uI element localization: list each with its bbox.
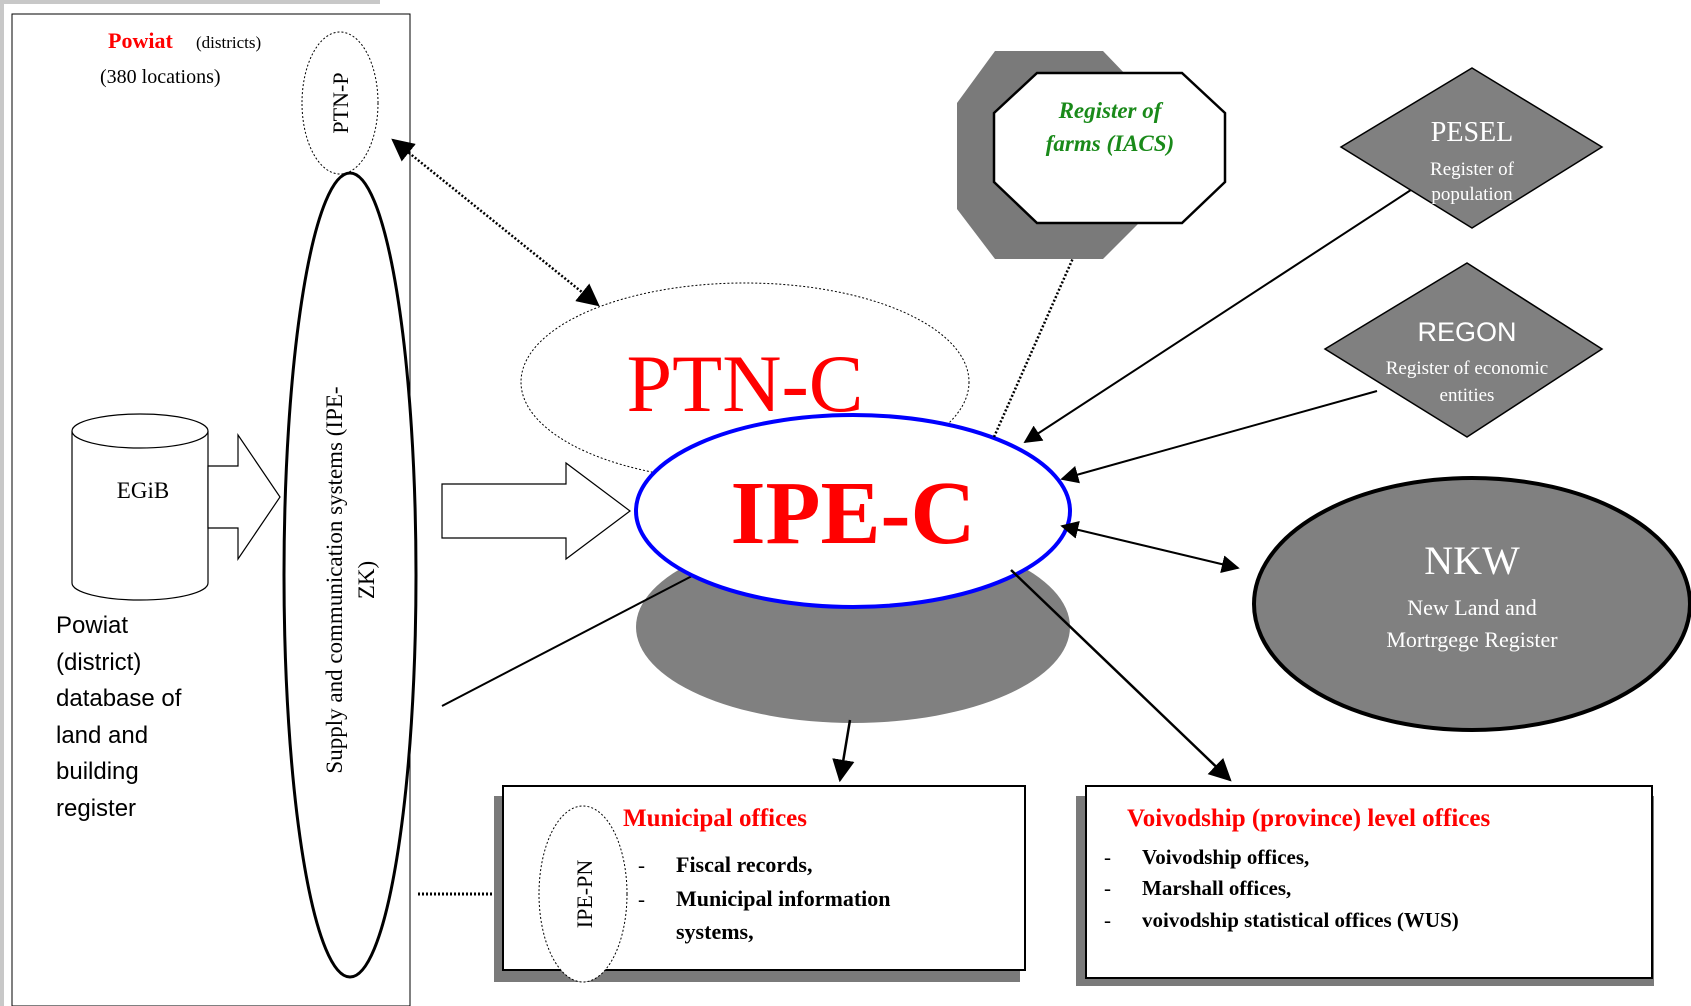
database-line-1: Powiat — [56, 612, 128, 639]
municipal-item-3: systems, — [676, 919, 754, 944]
regon-line-2: entities — [1440, 385, 1495, 406]
supply-label-line-2: ZK) — [354, 561, 379, 599]
powiat-database-text: Powiat (district) database of land and b… — [56, 612, 182, 822]
municipal-item-1: Fiscal records, — [676, 852, 812, 877]
nkw-line-2: Mortrgege Register — [1386, 627, 1558, 652]
ptn-c-label: PTN-C — [627, 338, 864, 429]
powiat-title-note: (districts) — [196, 33, 261, 52]
database-line-5: building — [56, 758, 139, 785]
regon-line-1: Register of economic — [1386, 358, 1549, 379]
municipal-title: Municipal offices — [623, 805, 807, 832]
pesel-line-2: population — [1431, 184, 1513, 205]
ipe-pn-node: IPE-PN — [538, 805, 628, 983]
ipe-c-to-voivodship-arrow — [1010, 569, 1232, 782]
nkw-title: NKW — [1424, 538, 1520, 583]
voivodship-dash-3: - — [1104, 908, 1111, 932]
egib-database-icon: EGiB — [71, 413, 209, 601]
powiat-locations: (380 locations) — [100, 66, 221, 88]
database-line-2: (district) — [56, 649, 141, 676]
municipal-item-2: Municipal information — [676, 886, 891, 911]
egib-to-supply-arrow — [207, 433, 281, 561]
voivodship-item-2: Marshall offices, — [1142, 876, 1291, 900]
supply-to-ipe-c-arrow — [441, 461, 631, 561]
nkw-line-1: New Land and — [1407, 595, 1537, 620]
ipe-pn-label: IPE-PN — [572, 860, 597, 929]
pesel-title: PESEL — [1431, 117, 1513, 148]
ipe-c-to-municipal-arrow — [832, 719, 855, 783]
pesel-to-ipe-c-arrow — [1023, 185, 1418, 443]
voivodship-title: Voivodship (province) level offices — [1127, 805, 1490, 832]
farms-register-node: Register of farms (IACS) — [957, 51, 1227, 259]
database-line-6: register — [56, 795, 136, 822]
ptn-p-label: PTN-P — [328, 72, 353, 133]
pesel-line-1: Register of — [1430, 159, 1515, 180]
voivodship-dash-2: - — [1104, 876, 1111, 900]
voivodship-item-3: voivodship statistical offices (WUS) — [1142, 908, 1459, 932]
database-line-4: land and — [56, 722, 148, 749]
municipal-dash-2: - — [638, 887, 645, 911]
ptn-p-to-ptn-c-arrow — [391, 138, 600, 307]
voivodship-dash-1: - — [1104, 845, 1111, 869]
nkw-node: NKW New Land and Mortrgege Register — [1252, 476, 1691, 732]
farms-label-line-2: farms (IACS) — [1046, 131, 1174, 156]
ptn-p-node: PTN-P — [301, 31, 379, 175]
regon-node: REGON Register of economic entities — [1323, 262, 1604, 438]
powiat-title: Powiat — [108, 28, 173, 53]
supply-label-line-1: Supply and communication systems (IPE- — [322, 386, 347, 773]
ipe-c-nkw-arrow — [1060, 521, 1240, 573]
ipe-c-label: IPE-C — [731, 464, 976, 563]
supply-to-center-line — [441, 575, 693, 707]
voivodship-offices-box: Voivodship (province) level offices - Vo… — [1076, 785, 1654, 986]
ipe-c-node: IPE-C — [634, 413, 1072, 609]
municipal-dash-1: - — [638, 853, 645, 877]
regon-to-ipe-c-arrow — [1060, 390, 1378, 484]
supply-node: Supply and communication systems (IPE- Z… — [282, 171, 418, 979]
voivodship-item-1: Voivodship offices, — [1142, 845, 1309, 869]
farms-label-line-1: Register of — [1058, 98, 1164, 123]
pesel-node: PESEL Register of population — [1339, 67, 1604, 229]
database-line-3: database of — [56, 685, 182, 712]
egib-label: EGiB — [117, 478, 169, 503]
regon-title: REGON — [1417, 317, 1516, 347]
